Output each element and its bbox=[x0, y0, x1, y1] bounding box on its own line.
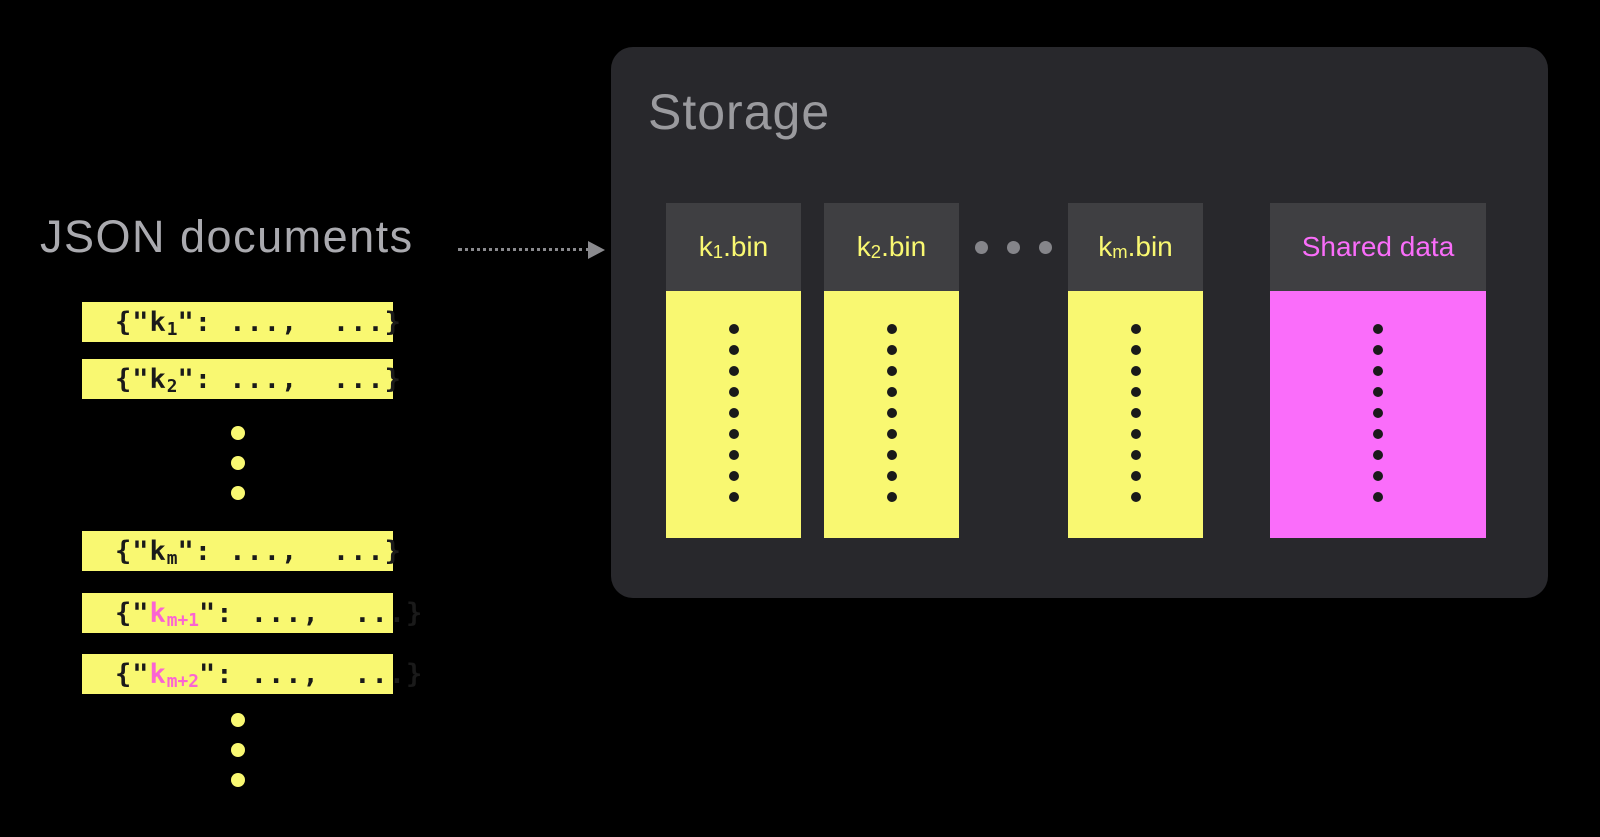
record-dot bbox=[1373, 324, 1383, 334]
horizontal-ellipsis bbox=[959, 203, 1068, 291]
dotted-arrow-line bbox=[458, 248, 590, 251]
record-dot bbox=[886, 387, 897, 397]
record-dot bbox=[886, 429, 897, 439]
record-dot bbox=[1130, 492, 1141, 502]
record-dot bbox=[728, 345, 739, 355]
ellipsis-dot bbox=[230, 426, 245, 440]
doc-text: {" bbox=[115, 597, 150, 629]
record-dot bbox=[1373, 429, 1383, 439]
record-dot bbox=[1130, 345, 1141, 355]
json-document-bar: {"km+1": ..., ...} bbox=[82, 593, 422, 633]
doc-text: {" bbox=[115, 363, 150, 395]
record-dot bbox=[886, 345, 897, 355]
bin-body bbox=[666, 291, 801, 538]
record-dot bbox=[1130, 366, 1141, 376]
record-dot bbox=[1130, 450, 1141, 460]
doc-text: ": ..., ...} bbox=[198, 597, 424, 629]
ellipsis-dot bbox=[975, 240, 988, 254]
doc-text: ": ..., ...} bbox=[198, 658, 424, 690]
doc-key-subscript: m+1 bbox=[166, 610, 199, 632]
record-dot bbox=[886, 492, 897, 502]
doc-key-subscript: 2 bbox=[166, 376, 178, 398]
ellipsis-dot bbox=[230, 713, 245, 727]
doc-key: km bbox=[149, 535, 178, 570]
bin-key-subscript: 2 bbox=[870, 241, 882, 263]
vertical-ellipsis bbox=[82, 713, 393, 787]
ellipsis-dot bbox=[1007, 240, 1020, 254]
bin-body bbox=[1270, 291, 1486, 538]
json-document-bar: {"k2": ..., ...} bbox=[82, 359, 401, 399]
record-dot bbox=[886, 450, 897, 460]
record-dot bbox=[1130, 429, 1141, 439]
record-dot bbox=[886, 366, 897, 376]
doc-key: k2 bbox=[149, 363, 178, 398]
bin-body bbox=[1068, 291, 1203, 538]
json-document-bar: {"k1": ..., ...} bbox=[82, 302, 401, 342]
doc-key: km+1 bbox=[149, 597, 199, 632]
doc-key-subscript: m+2 bbox=[166, 671, 199, 693]
ellipsis-dot bbox=[230, 773, 245, 787]
record-dot bbox=[1130, 324, 1141, 334]
doc-key: km+2 bbox=[149, 658, 199, 693]
doc-text: ": ..., ...} bbox=[177, 363, 402, 395]
doc-key-subscript: 1 bbox=[166, 319, 178, 341]
doc-key: k1 bbox=[149, 306, 178, 341]
record-dot bbox=[1373, 471, 1383, 481]
record-dot bbox=[1373, 492, 1383, 502]
record-dot bbox=[1373, 387, 1383, 397]
doc-text: ": ..., ...} bbox=[177, 306, 402, 338]
json-document-bar: {"km": ..., ...} bbox=[82, 531, 401, 571]
json-documents-label: JSON documents bbox=[40, 211, 414, 262]
record-dot bbox=[1373, 366, 1383, 376]
record-dot bbox=[886, 324, 897, 334]
ellipsis-dot bbox=[230, 486, 245, 500]
record-dot bbox=[728, 387, 739, 397]
json-document-bar: {"km+2": ..., ...} bbox=[82, 654, 422, 694]
record-dot bbox=[728, 471, 739, 481]
record-dot bbox=[728, 429, 739, 439]
storage-title: Storage bbox=[648, 84, 831, 140]
shared-data-column: Shared data bbox=[1270, 203, 1486, 538]
record-dot bbox=[1373, 345, 1383, 355]
record-dot bbox=[728, 492, 739, 502]
shared-data-header-label: Shared data bbox=[1270, 203, 1486, 291]
record-dot bbox=[728, 366, 739, 376]
doc-text: {" bbox=[115, 658, 150, 690]
ellipsis-dot bbox=[230, 456, 245, 470]
doc-text: ": ..., ...} bbox=[177, 535, 402, 567]
bin-body bbox=[824, 291, 959, 538]
bin-key-subscript: m bbox=[1112, 241, 1128, 263]
vertical-ellipsis bbox=[82, 426, 393, 500]
record-dot bbox=[1130, 387, 1141, 397]
record-dot bbox=[728, 408, 739, 418]
doc-text: {" bbox=[115, 535, 150, 567]
record-dot bbox=[728, 450, 739, 460]
record-dot bbox=[886, 408, 897, 418]
record-dot bbox=[1130, 408, 1141, 418]
doc-key-subscript: m bbox=[166, 548, 178, 570]
ellipsis-dot bbox=[1039, 240, 1052, 254]
arrow-head-icon bbox=[588, 241, 605, 259]
record-dot bbox=[728, 324, 739, 334]
record-dot bbox=[886, 471, 897, 481]
ellipsis-dot bbox=[230, 743, 245, 757]
record-dot bbox=[1373, 408, 1383, 418]
bin-key-subscript: 1 bbox=[712, 241, 724, 263]
doc-text: {" bbox=[115, 306, 150, 338]
record-dot bbox=[1130, 471, 1141, 481]
record-dot bbox=[1373, 450, 1383, 460]
